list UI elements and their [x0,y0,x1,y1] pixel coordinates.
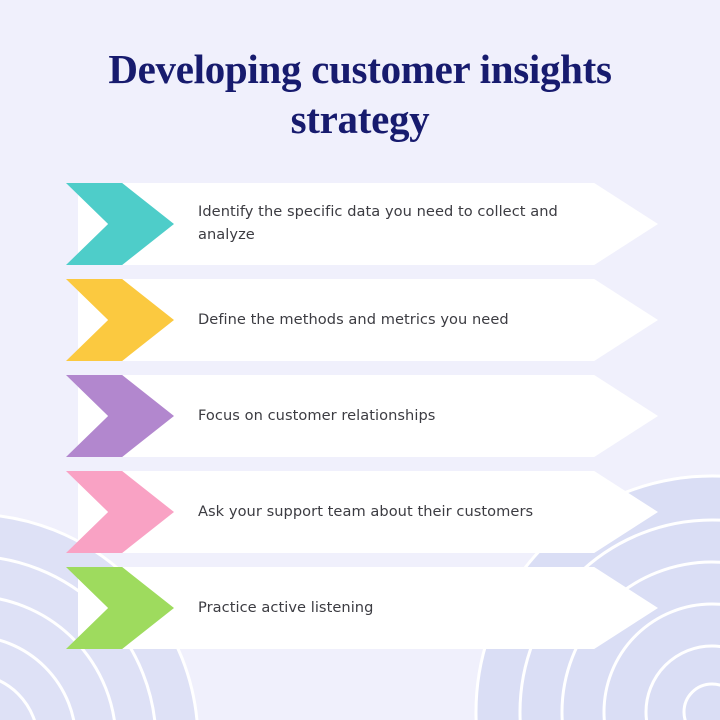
step-label-3: Focus on customer relationships [198,406,436,424]
step-banner-1 [78,183,658,265]
page-title: Developing customer insights strategy [60,44,660,144]
step-label-4: Ask your support team about their custom… [198,502,534,520]
step-label-1: Identify the specific data you need to c… [198,203,558,243]
step-label-5: Practice active listening [198,598,374,616]
step-row-1[interactable]: Identify the specific data you need to c… [0,183,720,265]
step-label-2: Define the methods and metrics you need [198,310,509,328]
step-banner-5 [78,567,658,649]
step-banner-3 [78,375,658,457]
steps-list: Identify the specific data you need to c… [0,183,720,653]
step-row-2[interactable]: Define the methods and metrics you need [0,279,720,361]
step-row-4[interactable]: Ask your support team about their custom… [0,471,720,553]
step-row-3[interactable]: Focus on customer relationships [0,375,720,457]
step-banner-4 [78,471,658,553]
step-banner-2 [78,279,658,361]
step-row-5[interactable]: Practice active listening [0,567,720,649]
page-title-text: Developing customer insights strategy [108,46,612,143]
